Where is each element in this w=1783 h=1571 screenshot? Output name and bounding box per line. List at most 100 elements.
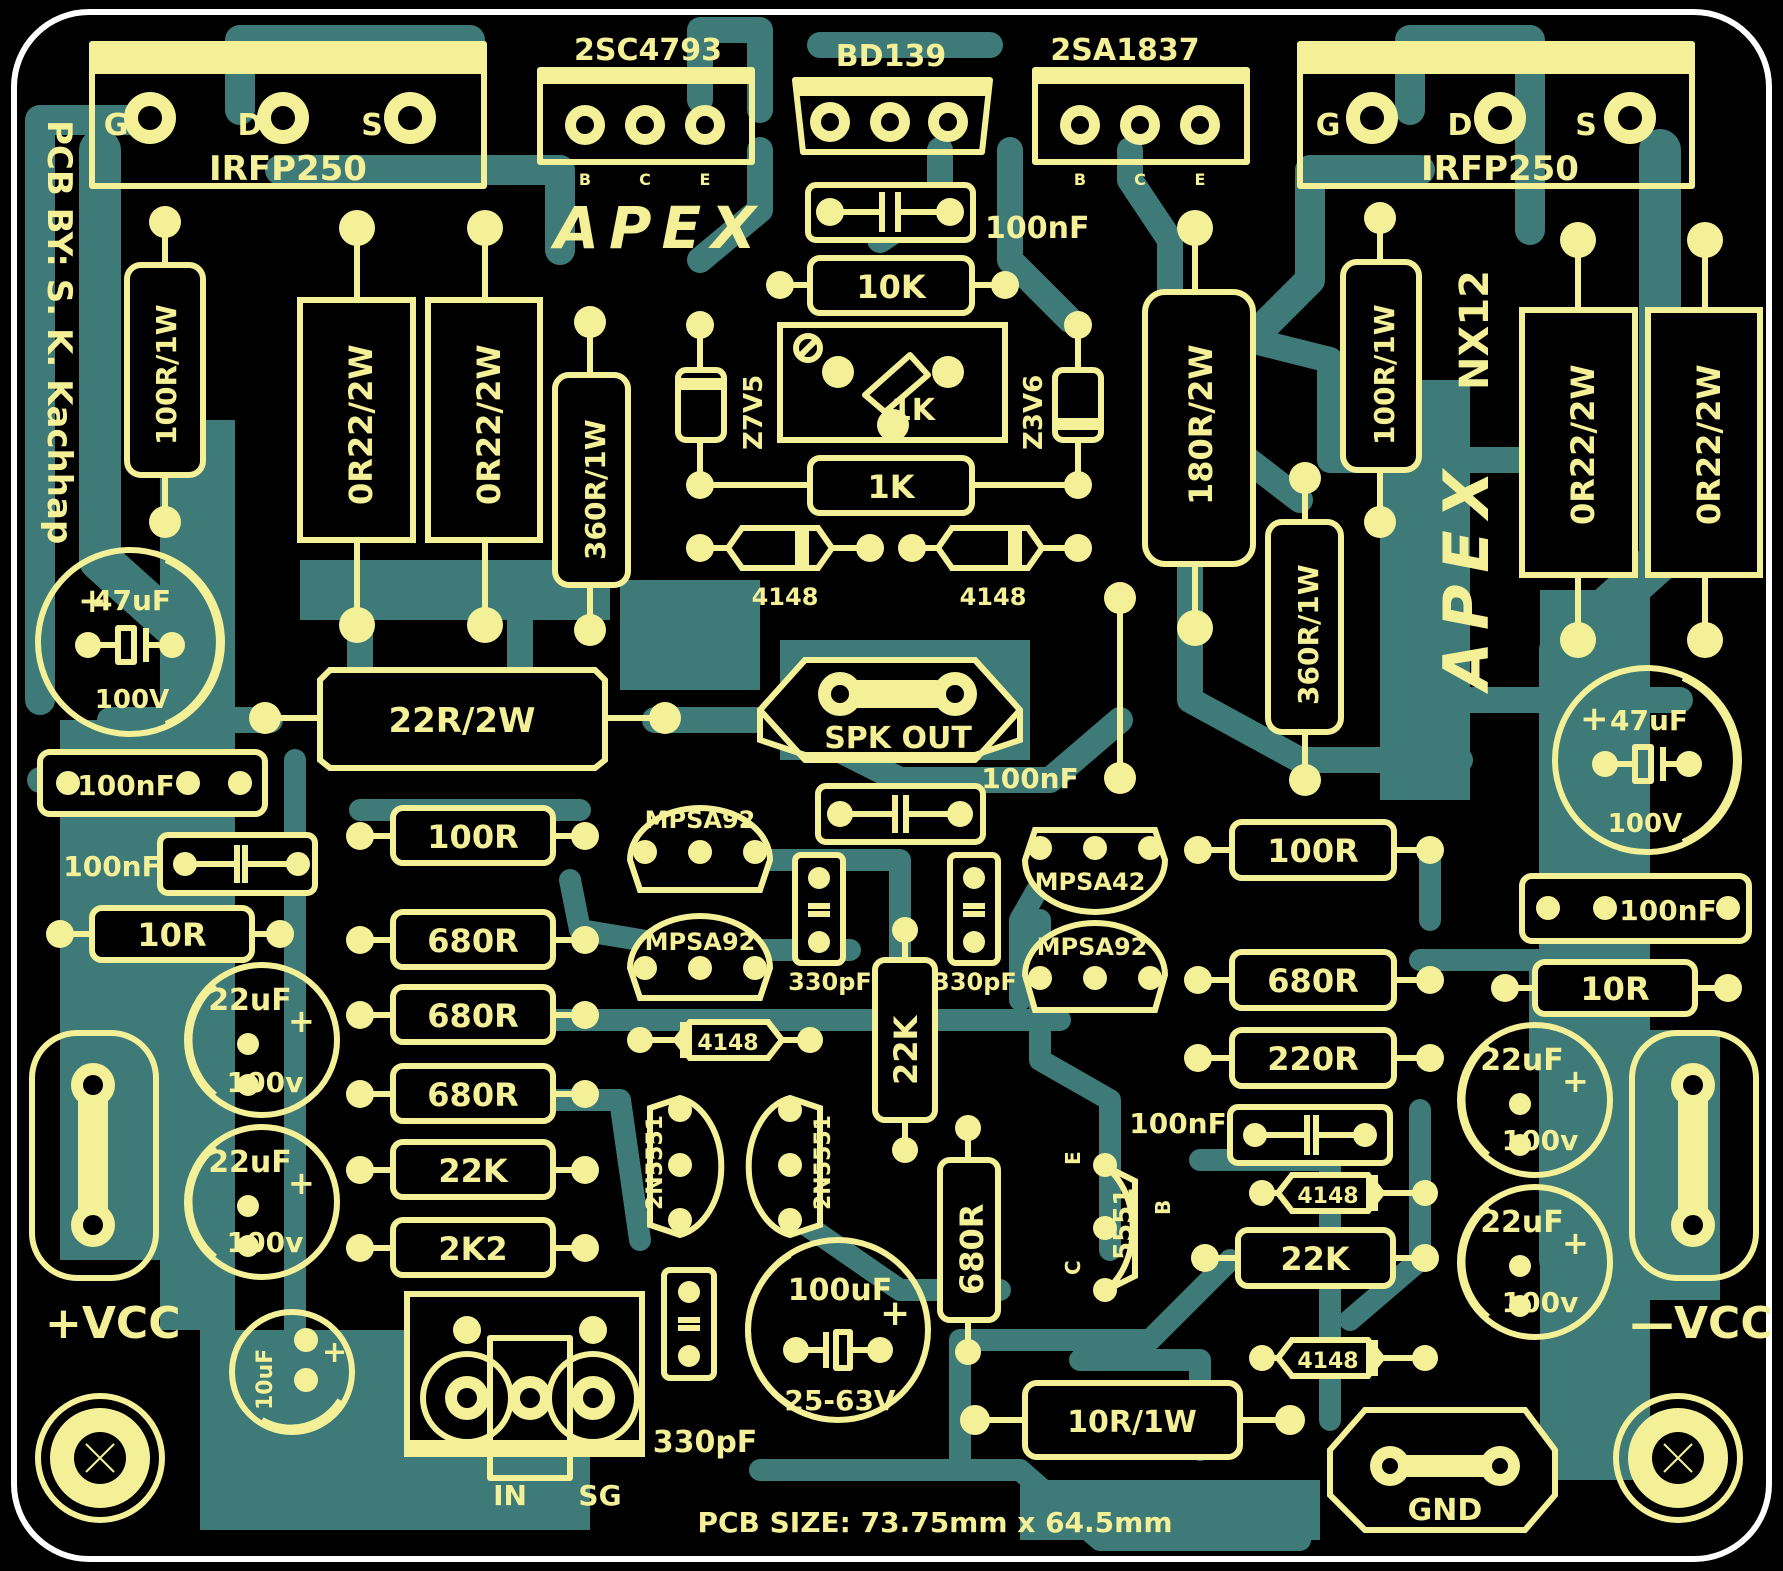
resistor-ladder-right: 100R 680R 220R 100nF 4148 <box>1129 819 1444 1379</box>
capacitor-47uf-right: 47uF + 100V <box>1552 665 1742 855</box>
diode-4148-c-label: 4148 <box>697 1031 758 1056</box>
resistor-22r2w-label: 22R/2W <box>388 701 535 741</box>
driver-right-pin-c: C <box>1134 170 1146 189</box>
diode-4148-e-label: 4148 <box>1297 1349 1358 1374</box>
diode-4148-d: 4148 <box>1249 1172 1438 1214</box>
transistor-2n5551-b: 2N5551 <box>745 1094 836 1239</box>
transistor-2n5551-a-label: 2N5551 <box>643 1115 668 1210</box>
input-connector[interactable]: IN SG <box>404 1291 645 1512</box>
capacitor-100uf-value: 100uF <box>788 1273 892 1308</box>
designer-credit: PCB BY: S. K. Kachhap <box>39 120 79 544</box>
capacitor-22uf-r1-voltage: 100v <box>1502 1124 1579 1157</box>
mosfet-left-pin-g: G <box>104 108 129 143</box>
driver-right-pin-e: E <box>1195 170 1206 189</box>
capacitor-22uf-r1: 22uF + 100v <box>1457 1022 1613 1178</box>
mosfet-left-label: IRFP250 <box>209 149 367 189</box>
resistor-100r1w-left-label: 100R/1W <box>150 304 183 445</box>
capacitor-47uf-left: 47uF + 100V <box>35 547 225 737</box>
capacitor-22uf-l2: 22uF + 100v <box>184 1124 340 1280</box>
capacitor-22uf-r1-plus: + <box>1562 1062 1589 1100</box>
capacitor-22uf-l1: 22uF + 100v <box>184 962 340 1118</box>
diode-4148-b-label: 4148 <box>960 583 1027 611</box>
capacitor-10uf-label: 10uF <box>253 1349 278 1410</box>
vcc-negative-terminal[interactable]: —VCC <box>1629 1030 1773 1349</box>
capacitor-100nf-top-label: 100nF <box>985 211 1089 246</box>
diode-4148-e: 4148 <box>1249 1337 1438 1379</box>
resistor-100r1w-left: 100R/1W <box>124 206 206 538</box>
resistor-680r-3: 680R <box>346 1063 599 1124</box>
resistor-680r-v: 680R <box>937 1115 1001 1365</box>
transistor-5551-pin-c: C <box>1061 1260 1085 1275</box>
capacitor-22uf-r2-voltage: 100v <box>1502 1286 1579 1319</box>
resistor-180r-label: 180R/2W <box>1182 344 1220 505</box>
vcc-positive-terminal[interactable]: +VCC <box>29 1030 181 1349</box>
resistor-ladder-left: 100R 680R 680R 680R 22K <box>346 805 599 1278</box>
capacitor-100nf-l1-label: 100nF <box>77 769 175 802</box>
transistor-mpsa42: MPSA42 <box>1021 827 1169 915</box>
resistor-0r22-4-label: 0R22/2W <box>1690 364 1728 525</box>
resistor-680r-v-label: 680R <box>953 1204 991 1295</box>
transistor-mpsa92-b-label: MPSA92 <box>645 928 756 956</box>
resistor-22k-l: 22K <box>346 1139 599 1200</box>
zener-left-label: Z7V5 <box>739 375 769 450</box>
mosfet-right-pin-s: S <box>1575 108 1597 143</box>
resistor-360r-right: 360R/1W <box>1265 462 1344 796</box>
resistor-2k2: 2K2 <box>346 1217 599 1278</box>
resistor-22r2w: 22R/2W <box>249 667 681 771</box>
bias-transistor-label: BD139 <box>836 39 946 74</box>
capacitor-100nf-l2-label: 100nF <box>63 850 161 883</box>
capacitor-330pf-b-label: 330pF <box>933 968 1017 996</box>
resistor-680r-2: 680R <box>346 984 599 1045</box>
resistor-360r-left: 360R/1W <box>552 306 631 646</box>
capacitor-100uf-plus: + <box>880 1293 910 1334</box>
resistor-680r-1-label: 680R <box>427 922 518 960</box>
resistor-180r: 180R/2W <box>1142 210 1256 646</box>
driver-left-pin-c: C <box>639 170 651 189</box>
capacitor-22uf-l2-value: 22uF <box>208 1145 292 1180</box>
resistor-10r-right: 10R <box>1491 959 1742 1017</box>
resistor-680r-r: 680R <box>1184 949 1444 1011</box>
zener-left: Z7V5 <box>675 311 769 499</box>
ground-label: GND <box>1408 1493 1483 1528</box>
capacitor-22uf-r2: 22uF + 100v <box>1457 1184 1613 1340</box>
brand-logo-top: APEX <box>550 194 766 262</box>
diode-4148-c: 4148 <box>627 1019 823 1061</box>
resistor-22k-r: 22K <box>1191 1227 1439 1289</box>
capacitor-100nf-r1-label: 100nF <box>1619 894 1717 927</box>
resistor-680r-2-label: 680R <box>427 997 518 1035</box>
diode-4148-d-label: 4148 <box>1297 1184 1358 1209</box>
driver-right: 2SA1837 B C E <box>1032 33 1250 189</box>
driver-right-pin-b: B <box>1074 170 1086 189</box>
trimpot-1k[interactable]: 1K <box>777 322 1008 443</box>
zener-right-label: Z3V6 <box>1019 375 1049 450</box>
brand-logo-side: APEX <box>1430 458 1503 695</box>
capacitor-100nf-r2: 100nF <box>1129 1104 1393 1166</box>
capacitor-330pf-a-label: 330pF <box>788 968 872 996</box>
resistor-360r-right-label: 360R/1W <box>1292 564 1325 705</box>
signal-ground-label: SG <box>578 1479 621 1512</box>
resistor-1k: 1K <box>700 455 1078 516</box>
resistor-10r-left: 10R <box>46 905 294 963</box>
transistor-5551: 5551 E B C <box>1061 1151 1175 1302</box>
capacitor-100nf-r1: 100nF <box>1519 873 1752 944</box>
capacitor-100nf-r2-label: 100nF <box>1129 1107 1227 1140</box>
transistor-5551-label: 5551 <box>1109 1188 1139 1260</box>
capacitor-22uf-l2-voltage: 100v <box>227 1226 304 1259</box>
capacitor-47uf-left-voltage: 100V <box>95 685 169 715</box>
capacitor-22uf-l2-plus: + <box>288 1164 315 1202</box>
capacitor-22uf-l1-plus: + <box>288 1002 315 1040</box>
capacitor-330pf-a: 330pF <box>788 852 872 996</box>
transistor-mpsa92-a-label: MPSA92 <box>645 806 756 834</box>
capacitor-47uf-left-value: 47uF <box>93 584 171 617</box>
resistor-0r22-1-label: 0R22/2W <box>342 344 380 505</box>
driver-left-pin-b: B <box>579 170 591 189</box>
resistor-0r22-3: 0R22/2W <box>1519 222 1638 658</box>
mosfet-right-pin-d: D <box>1448 108 1473 143</box>
ground-terminal[interactable]: GND <box>1327 1407 1558 1533</box>
speaker-output-connector[interactable]: SPK OUT <box>757 657 1023 763</box>
diode-4148-a-label: 4148 <box>752 583 819 611</box>
capacitor-100uf-voltage: 25-63V <box>784 1384 896 1417</box>
capacitor-47uf-right-plus: + <box>1580 699 1609 739</box>
transistor-mpsa92-a: MPSA92 <box>626 805 774 893</box>
